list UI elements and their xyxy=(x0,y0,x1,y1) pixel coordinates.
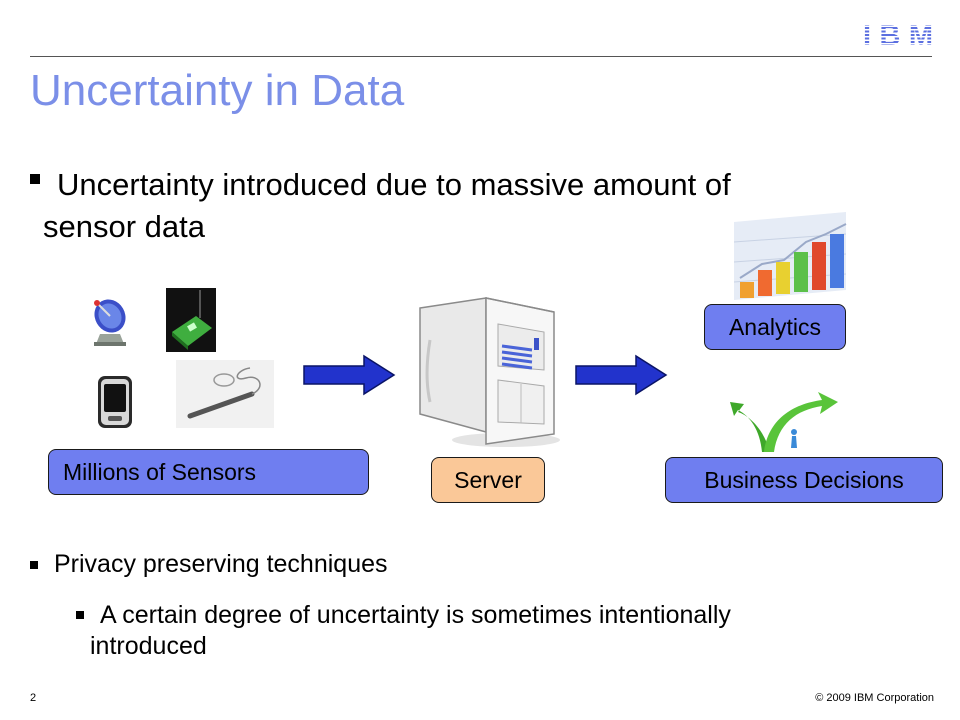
main-bullet-line1: Uncertainty introduced due to massive am… xyxy=(57,167,731,202)
bullet-square xyxy=(76,611,84,619)
sensors-label: Millions of Sensors xyxy=(63,458,257,485)
main-bullet-line2: sensor data xyxy=(43,209,205,244)
sensors-box: Millions of Sensors xyxy=(48,449,369,495)
bullet-square xyxy=(30,174,40,184)
bar-chart-icon xyxy=(733,212,847,300)
server-label: Server xyxy=(454,466,522,493)
header-rule xyxy=(30,56,932,57)
slide-title: Uncertainty in Data xyxy=(30,66,405,115)
ibm-logo: IBM xyxy=(862,20,934,48)
analytics-box: Analytics xyxy=(704,304,846,350)
copyright: © 2009 IBM Corporation xyxy=(815,692,934,704)
arrow-right-icon xyxy=(575,354,668,396)
cable-sensor-icon xyxy=(176,360,274,428)
page-number: 2 xyxy=(30,692,37,704)
business-decisions-box: Business Decisions xyxy=(665,457,943,503)
business-decisions-label: Business Decisions xyxy=(704,466,904,493)
sub-bullet: A certain degree of uncertainty is somet… xyxy=(76,600,936,662)
privacy-bullet-text: Privacy preserving techniques xyxy=(54,550,388,578)
handheld-device-icon xyxy=(98,376,132,428)
privacy-bullet: Privacy preserving techniques xyxy=(30,550,388,579)
arrow-right-icon xyxy=(303,354,396,396)
sensor-board-icon xyxy=(166,288,216,352)
sub-bullet-line1: A certain degree of uncertainty is somet… xyxy=(100,601,731,629)
satellite-dish-icon xyxy=(94,299,126,346)
server-icon xyxy=(419,297,560,447)
server-box: Server xyxy=(431,457,545,503)
analytics-label: Analytics xyxy=(728,313,822,340)
crossroads-arrows-icon xyxy=(730,392,838,452)
main-bullet: Uncertainty introduced due to massive am… xyxy=(30,164,910,248)
sub-bullet-line2: introduced xyxy=(90,632,207,660)
bullet-square xyxy=(30,561,38,569)
